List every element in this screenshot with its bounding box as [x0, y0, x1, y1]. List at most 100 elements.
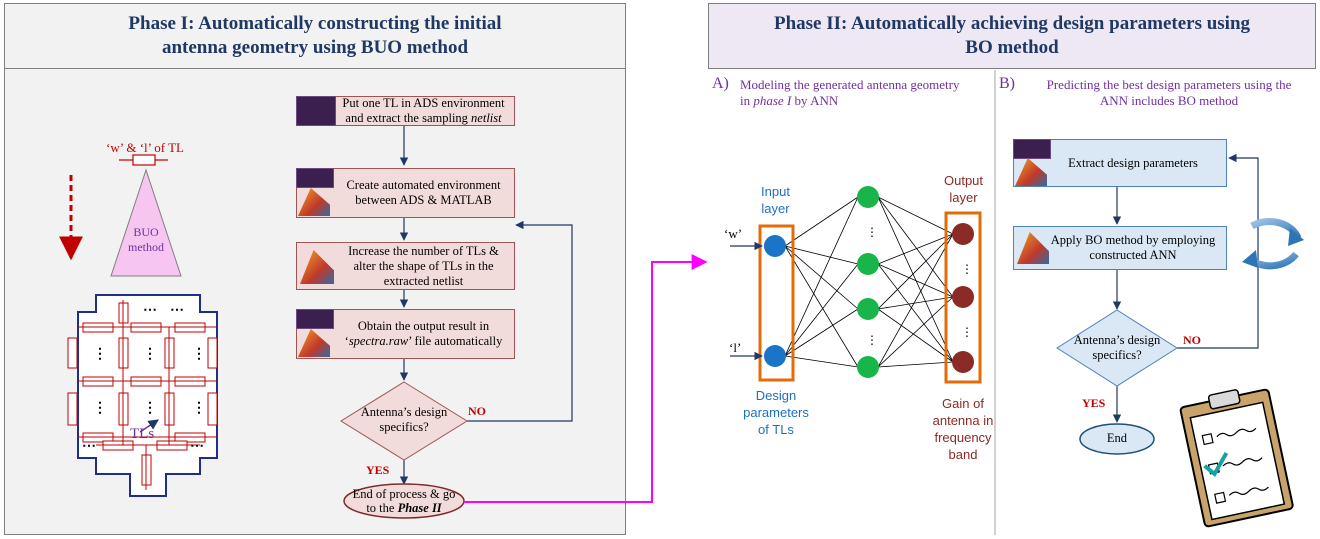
input-neuron-w — [764, 235, 786, 257]
phase1-end-em: Phase II — [397, 501, 442, 515]
svg-text:⋯: ⋯ — [170, 303, 184, 318]
hidden-neurons — [857, 186, 879, 378]
nn-edge — [784, 263, 859, 357]
nn-edge — [784, 245, 859, 265]
flow-step-put-tl-em: netlist — [471, 111, 502, 125]
svg-text:⋮: ⋮ — [192, 401, 206, 416]
phase-link-arrow — [464, 254, 708, 503]
output-layer-frame — [944, 211, 982, 384]
svg-text:⋮: ⋮ — [143, 401, 157, 416]
svg-text:⋯: ⋯ — [190, 439, 204, 454]
antenna-dots: ⋯ ⋯ ⋮ ⋮ ⋮ ⋮ ⋮ ⋮ ⋯ ⋯ — [82, 303, 206, 454]
flow-step-extract-params-text: Extract design parameters — [1068, 155, 1198, 170]
phase2-decision-text: Antenna’s design specifics? — [1073, 333, 1161, 362]
output-neurons — [952, 223, 974, 373]
buo-triangle — [110, 168, 182, 277]
nn-edge — [784, 196, 859, 357]
nn-edge — [784, 245, 859, 310]
svg-text:⋮: ⋮ — [961, 325, 973, 339]
section-a-line1: Modeling the generated antenna geometry — [740, 77, 960, 92]
flow-step-obtain-output-em: spectra.raw — [348, 334, 409, 348]
nn-edge — [877, 361, 954, 368]
svg-text:⋮: ⋮ — [93, 347, 107, 362]
svg-text:⋮: ⋮ — [93, 401, 107, 416]
nn-edge — [877, 308, 954, 363]
phase2-end-text: End — [1106, 431, 1128, 445]
flow-step-increase-tls: Increase the number of TLs & alter the s… — [296, 242, 515, 290]
section-a-marker: A) — [712, 75, 729, 92]
nn-edge — [877, 196, 954, 298]
phase1-end-line2: to the — [366, 501, 398, 515]
nn-ellipsis: ⋮ ⋮ ⋮ ⋮ — [866, 225, 973, 347]
input-neuron-l — [764, 345, 786, 367]
phase1-end-line1: End of process & go — [352, 487, 456, 501]
flow-step-create-env: Create automated environment between ADS… — [296, 168, 515, 218]
phase2-end-shape — [1079, 423, 1155, 455]
nn-edge — [877, 233, 954, 368]
nn-edge — [784, 245, 859, 368]
nn-connections — [784, 196, 954, 368]
tls-label: TLs — [130, 426, 155, 442]
flow-step-increase-tls-text: Increase the number of TLs & alter the s… — [348, 243, 499, 288]
tl-label: ‘w’ & ‘l’ of TL — [106, 140, 184, 155]
phase1-title: Phase I: Automatically constructing the … — [4, 3, 626, 69]
svg-text:⋮: ⋮ — [866, 225, 878, 239]
cycle-icon — [1242, 218, 1304, 270]
phase1-decision-text: Antenna’s design specifics? — [360, 405, 448, 434]
nn-edge — [784, 355, 859, 368]
phase2-yes-label: YES — [1082, 396, 1106, 410]
output-layer-label: Output layer — [943, 173, 984, 205]
buo-label: BUO method — [128, 225, 164, 254]
oscilloscope-icon — [296, 309, 334, 329]
svg-text:⋮: ⋮ — [961, 262, 973, 276]
antenna-feed-lines — [78, 300, 217, 490]
nn-edge — [877, 296, 954, 368]
nn-edge — [877, 233, 954, 310]
section-b-heading: Predicting the best design parameters us… — [1024, 77, 1314, 109]
phase1-yes-label: YES — [366, 463, 390, 477]
svg-text:⋯: ⋯ — [143, 303, 157, 318]
svg-text:⋮: ⋮ — [143, 347, 157, 362]
nn-edge — [877, 196, 954, 235]
svg-text:⋮: ⋮ — [192, 347, 206, 362]
phase2-decision-shape — [1056, 309, 1178, 387]
phase2-no-label: NO — [1183, 333, 1201, 347]
flow-step-obtain-output-line1: Obtain the output result in — [357, 319, 490, 333]
gain-label: Gain of antenna in frequency band — [932, 396, 994, 462]
oscilloscope-icon — [1013, 139, 1051, 159]
flow-step-put-tl-line2: and extract the sampling — [345, 111, 472, 125]
oscilloscope-icon — [296, 168, 334, 188]
nn-edge — [784, 308, 859, 357]
section-b-line1: Predicting the best design parameters us… — [1046, 77, 1292, 92]
tl-symbol — [119, 154, 168, 166]
svg-text:⋯: ⋯ — [82, 439, 96, 454]
nn-edge — [877, 263, 954, 363]
flow-step-apply-bo-text: Apply BO method by employing constructed… — [1050, 233, 1216, 262]
svg-text:⋮: ⋮ — [866, 333, 878, 347]
phase2-flow-arrows — [1112, 153, 1259, 423]
phase2-title: Phase II: Automatically achieving design… — [708, 3, 1316, 69]
input-layer-frame — [758, 224, 795, 382]
section-b-line2: ANN includes BO method — [1099, 93, 1239, 108]
nn-edge — [877, 263, 954, 298]
input-layer-label: Input layer — [761, 184, 790, 216]
clipboard-icon — [1179, 388, 1294, 528]
phase1-no-label: NO — [468, 404, 486, 418]
nn-edge — [877, 196, 954, 363]
nn-edge — [877, 296, 954, 310]
flow-step-obtain-output-post: ’ file automatically — [408, 334, 503, 348]
section-a-em: phase I — [753, 93, 792, 108]
flow-step-put-tl-line1: Put one TL in ADS environment — [342, 96, 505, 110]
phase1-flow-arrows — [399, 125, 573, 485]
tls-pointer-arrow — [139, 419, 159, 433]
flow-step-extract-params: Extract design parameters — [1013, 139, 1227, 187]
nn-edge — [784, 196, 859, 247]
section-a-post: by ANN — [791, 93, 839, 108]
section-b-marker: B) — [999, 75, 1015, 92]
flow-step-create-env-text: Create automated environment between ADS… — [346, 178, 501, 207]
section-a-line2: in — [740, 93, 754, 108]
flow-step-obtain-output-quote: ‘ — [344, 334, 349, 348]
